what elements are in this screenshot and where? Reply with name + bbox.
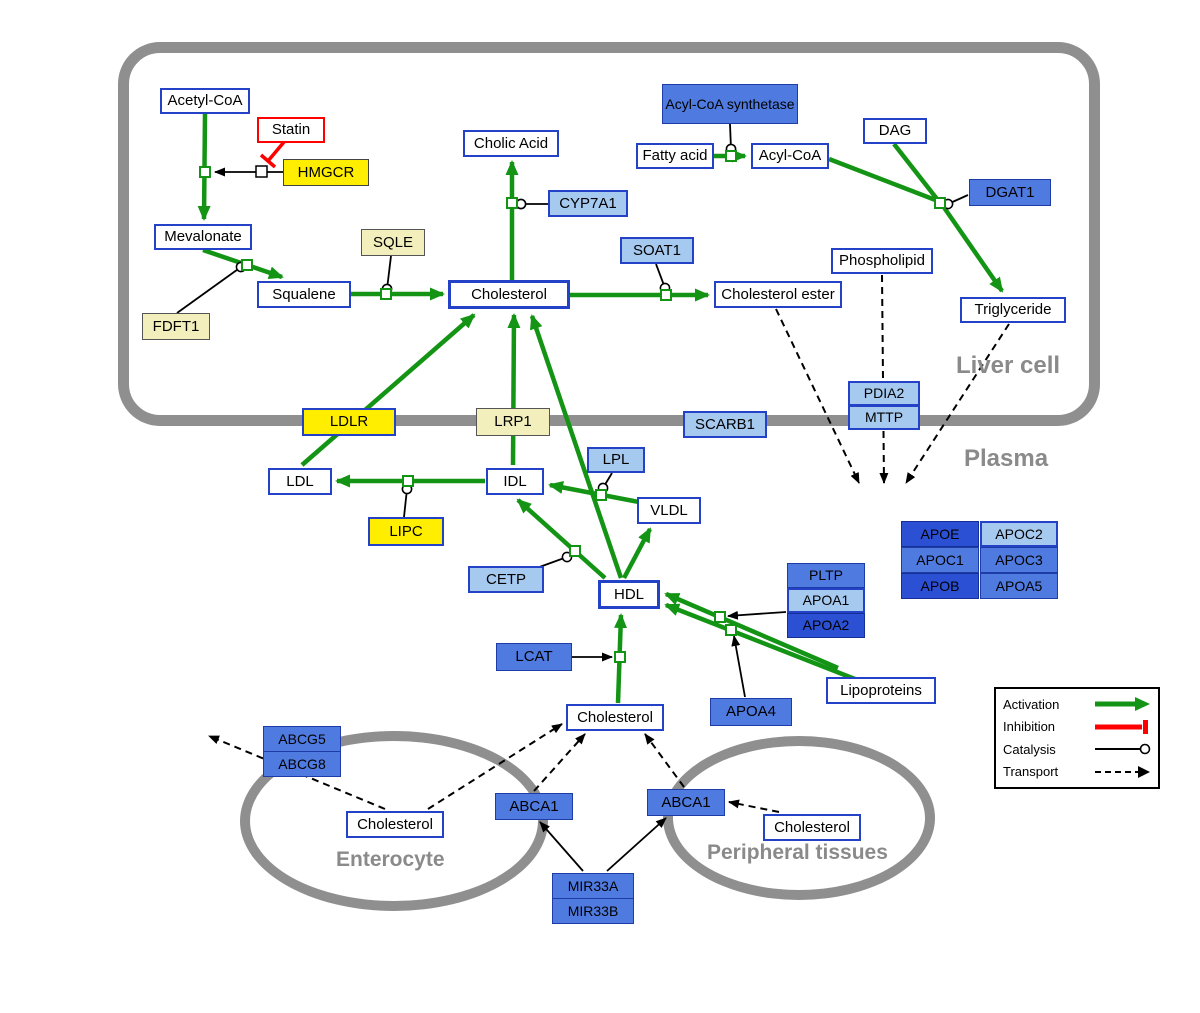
transport-dashed-arrow-icon: [1095, 765, 1150, 778]
reaction-node-squares: [199, 150, 946, 663]
node-abcg8[interactable]: ABCG8: [263, 751, 341, 777]
node-scarb1[interactable]: SCARB1: [683, 411, 767, 438]
enterocyte-membrane: [240, 731, 548, 911]
node-apoc3[interactable]: APOC3: [980, 547, 1058, 573]
node-apoc2[interactable]: APOC2: [980, 521, 1058, 547]
catalysis-edges: [176, 123, 969, 872]
catalysis-circle-icon: [1095, 743, 1151, 755]
enterocyte-label: Enterocyte: [336, 848, 445, 871]
transport-edges: [208, 274, 1010, 813]
node-squalene[interactable]: Squalene: [257, 281, 351, 308]
node-acyl-coa[interactable]: Acyl-CoA: [751, 143, 829, 169]
activation-edges: [197, 113, 1004, 704]
node-abcg5[interactable]: ABCG5: [263, 726, 341, 752]
node-cetp[interactable]: CETP: [468, 566, 544, 593]
node-lrp1[interactable]: LRP1: [476, 408, 550, 436]
node-acyl-coa-synthetase[interactable]: Acyl-CoA synthetase: [662, 84, 798, 124]
inhibition-edge: [259, 140, 286, 169]
node-apoa2[interactable]: APOA2: [787, 613, 865, 638]
legend-inhibition-label: Inhibition: [1003, 719, 1056, 735]
node-mttp[interactable]: MTTP: [848, 405, 920, 430]
node-lpl[interactable]: LPL: [587, 447, 645, 473]
node-apoc1[interactable]: APOC1: [901, 547, 979, 573]
node-abca1-peripheral[interactable]: ABCA1: [647, 789, 725, 816]
legend-catalysis-label: Catalysis: [1003, 741, 1056, 757]
node-dgat1[interactable]: DGAT1: [969, 179, 1051, 206]
node-ldlr[interactable]: LDLR: [302, 408, 396, 436]
node-acetyl-coa[interactable]: Acetyl-CoA: [160, 88, 250, 114]
node-cholic-acid[interactable]: Cholic Acid: [463, 130, 559, 157]
node-cholesterol-ester[interactable]: Cholesterol ester: [714, 281, 842, 308]
node-fatty-acid[interactable]: Fatty acid: [636, 143, 714, 169]
node-pdia2[interactable]: PDIA2: [848, 381, 920, 406]
node-soat1[interactable]: SOAT1: [620, 237, 694, 264]
node-phospholipid[interactable]: Phospholipid: [831, 248, 933, 274]
node-apob[interactable]: APOB: [901, 573, 979, 599]
node-mevalonate[interactable]: Mevalonate: [154, 224, 252, 250]
node-cholesterol-liver[interactable]: Cholesterol: [448, 280, 570, 309]
legend-inhibition: Inhibition: [1003, 719, 1151, 735]
node-cyp7a1[interactable]: CYP7A1: [548, 190, 628, 217]
liver-cell-label: Liver cell: [956, 352, 1061, 379]
catalysis-junction-square: [255, 165, 268, 178]
activation-arrow-icon: [1095, 697, 1150, 712]
node-hmgcr[interactable]: HMGCR: [283, 159, 369, 186]
node-lipoproteins[interactable]: Lipoproteins: [826, 677, 936, 704]
node-cholesterol-peripheral[interactable]: Cholesterol: [763, 814, 861, 841]
node-triglyceride[interactable]: Triglyceride: [960, 297, 1066, 323]
legend-activation-label: Activation: [1003, 696, 1060, 712]
node-ldl[interactable]: LDL: [268, 468, 332, 495]
legend-catalysis: Catalysis: [1003, 741, 1151, 757]
node-cholesterol-plasma[interactable]: Cholesterol: [566, 704, 664, 731]
node-mir33a[interactable]: MIR33A: [552, 873, 634, 899]
node-apoa1[interactable]: APOA1: [787, 588, 865, 613]
legend-activation: Activation: [1003, 696, 1151, 712]
node-dag[interactable]: DAG: [863, 118, 927, 144]
node-vldl[interactable]: VLDL: [637, 497, 701, 524]
node-lipc[interactable]: LIPC: [368, 517, 444, 546]
peripheral-tissues-label: Peripheral tissues: [707, 841, 888, 864]
plasma-label: Plasma: [964, 445, 1049, 472]
node-abca1-enterocyte[interactable]: ABCA1: [495, 793, 573, 820]
node-lcat[interactable]: LCAT: [496, 643, 572, 671]
node-pltp[interactable]: PLTP: [787, 563, 865, 588]
node-sqle[interactable]: SQLE: [361, 229, 425, 256]
node-cholesterol-enterocyte[interactable]: Cholesterol: [346, 811, 444, 838]
inhibition-tbar-icon: [1095, 719, 1148, 734]
node-idl[interactable]: IDL: [486, 468, 544, 495]
node-mir33b[interactable]: MIR33B: [552, 898, 634, 924]
node-apoa4[interactable]: APOA4: [710, 698, 792, 726]
legend-transport-label: Transport: [1003, 764, 1059, 780]
node-fdft1[interactable]: FDFT1: [142, 313, 210, 340]
node-hdl[interactable]: HDL: [598, 580, 660, 609]
peripheral-tissues-membrane: [663, 736, 935, 900]
node-apoe[interactable]: APOE: [901, 521, 979, 547]
legend-transport: Transport: [1003, 764, 1151, 780]
liver-cell-membrane: [118, 42, 1100, 426]
node-statin[interactable]: Statin: [257, 117, 325, 143]
node-apoa5[interactable]: APOA5: [980, 573, 1058, 599]
legend: Activation Inhibition Catalysis Transpor…: [994, 687, 1160, 789]
